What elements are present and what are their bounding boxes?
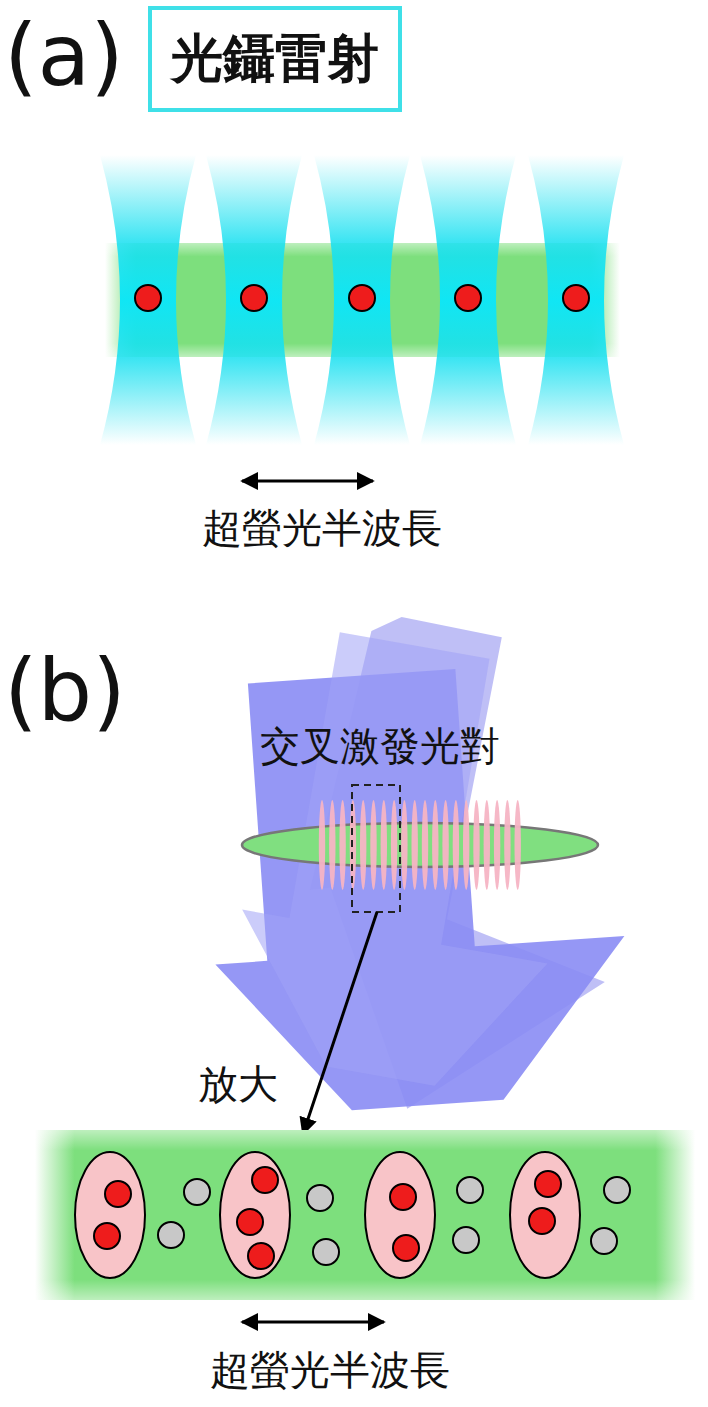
tweezer-beams	[100, 155, 624, 445]
spacing-arrow	[242, 1321, 384, 1324]
tweezer-beam	[206, 155, 302, 445]
atom-dot	[455, 285, 481, 311]
fringe	[329, 800, 335, 890]
panel-label: (b)	[4, 643, 126, 738]
ground-atom	[313, 1239, 339, 1265]
excited-atom	[105, 1181, 131, 1207]
excitation-beams	[196, 610, 651, 1134]
annotation: 超螢光半波長	[202, 506, 442, 550]
spacing-arrow	[242, 480, 373, 483]
excited-atom	[248, 1243, 274, 1269]
fringe	[360, 800, 366, 890]
atom-dot	[349, 285, 375, 311]
atom-dot	[241, 285, 267, 311]
tweezer-beam	[314, 155, 410, 445]
excited-atom	[535, 1171, 561, 1197]
fringe	[401, 800, 407, 890]
zoom-arrow	[303, 912, 377, 1134]
ground-atom	[307, 1185, 333, 1211]
fringe	[339, 800, 345, 890]
zoom-box	[352, 785, 400, 912]
atom-dot	[135, 285, 161, 311]
interference-fringes	[319, 800, 521, 890]
box-title: 光鑷雷射	[171, 30, 379, 87]
tweezer-beam	[100, 155, 196, 445]
excited-atom	[252, 1167, 278, 1193]
tweezer-beam	[420, 155, 516, 445]
excited-atom	[390, 1184, 416, 1210]
excited-region	[220, 1152, 290, 1278]
sample-ellipse	[242, 823, 598, 867]
excited-atom	[237, 1209, 263, 1235]
fringe	[494, 800, 500, 890]
band-fade	[35, 1130, 695, 1300]
annotation: 交叉激發光對	[260, 724, 500, 768]
excited-regions	[75, 1152, 630, 1278]
panel-label: (a)	[4, 8, 124, 103]
annotation: 超螢光半波長	[210, 1348, 450, 1392]
atom-dot	[563, 285, 589, 311]
excited-atom	[393, 1235, 419, 1261]
annotation: 放大	[198, 1062, 278, 1106]
fringe	[370, 800, 376, 890]
fringe	[422, 800, 428, 890]
fringe	[391, 800, 397, 890]
ground-atom	[158, 1222, 184, 1248]
excited-region	[510, 1152, 580, 1278]
trapped-atoms	[135, 285, 589, 311]
tweezer-beam	[528, 155, 624, 445]
ground-atom	[604, 1177, 630, 1203]
ground-atom	[591, 1228, 617, 1254]
excited-region	[75, 1152, 145, 1278]
fringe	[381, 800, 387, 890]
fringe	[442, 800, 448, 890]
fringe	[484, 800, 490, 890]
label-box: 光鑷雷射	[148, 6, 402, 112]
fringe	[319, 800, 325, 890]
fringe	[473, 800, 479, 890]
fringe	[515, 800, 521, 890]
ground-atom	[184, 1179, 210, 1205]
ground-atom	[457, 1177, 483, 1203]
fringe	[453, 800, 459, 890]
ground-atom	[453, 1227, 479, 1253]
sample-band-zoom	[35, 1130, 695, 1300]
excited-atom	[529, 1208, 555, 1234]
fringe	[463, 800, 469, 890]
fringe	[412, 800, 418, 890]
excited-atom	[94, 1223, 120, 1249]
excited-region	[365, 1152, 435, 1278]
fringe	[432, 800, 438, 890]
fringe	[504, 800, 510, 890]
